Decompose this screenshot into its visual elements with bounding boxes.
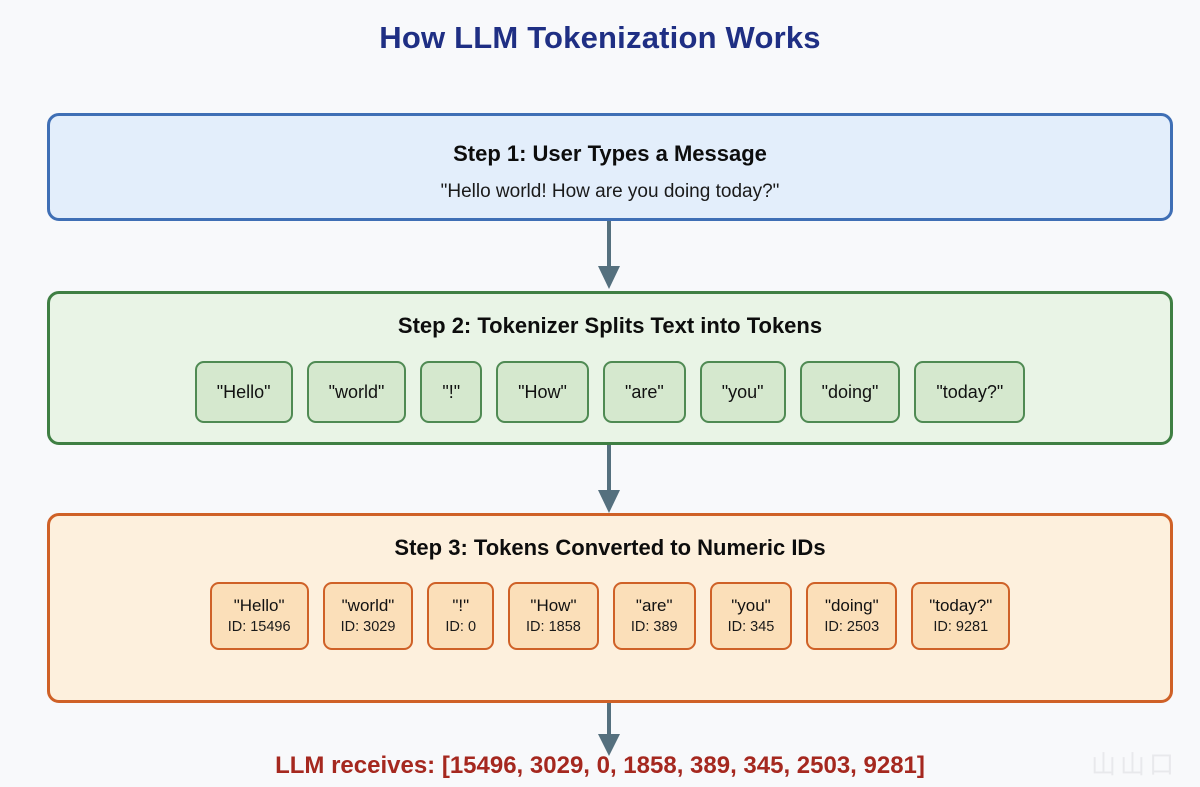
token-chip: "doing" <box>799 361 901 423</box>
token-chip: "How" <box>496 361 589 423</box>
step-1-box: Step 1: User Types a Message "Hello worl… <box>47 113 1173 221</box>
token-text: "doing" <box>824 595 879 615</box>
token-id-label: ID: 3029 <box>340 619 396 636</box>
token-id-label: ID: 2503 <box>824 619 880 636</box>
step-1-message: "Hello world! How are you doing today?" <box>440 181 780 202</box>
token-text: "you" <box>731 595 771 615</box>
token-id-chip: "today?" ID: 9281 <box>911 582 1011 650</box>
token-id-chip-row: "Hello"ID: 15496"world"ID: 3029"!"ID: 0"… <box>50 582 1170 650</box>
llm-receives-output: LLM receives: [15496, 3029, 0, 1858, 389… <box>275 752 925 779</box>
token-text: "are" <box>635 595 673 615</box>
step-3-box: Step 3: Tokens Converted to Numeric IDs … <box>47 513 1173 703</box>
token-text: "How" <box>518 381 567 402</box>
token-text: "Hello" <box>233 595 285 615</box>
token-id-label: ID: 345 <box>727 619 775 636</box>
token-id-label: ID: 9281 <box>933 619 989 636</box>
token-id-label: ID: 15496 <box>227 619 291 636</box>
arrow-step3-to-output <box>595 703 623 763</box>
token-chip: "today?" <box>914 361 1026 423</box>
token-text: "!" <box>452 595 470 615</box>
token-text: "are" <box>624 381 664 402</box>
watermark: 山山口 <box>1090 750 1178 779</box>
token-id-chip: "Hello" ID: 15496 <box>209 582 309 650</box>
token-text: "today?" <box>936 381 1004 402</box>
token-id-label: ID: 389 <box>630 619 678 636</box>
token-chip-row: "Hello" "world" "!" "How" "are" "you" "doing" "… <box>50 361 1170 423</box>
arrow-step1-to-step2 <box>595 221 623 296</box>
token-text: "Hello" <box>216 381 271 402</box>
token-chip: "!" <box>420 361 483 423</box>
token-id-chip: "are" ID: 389 <box>612 582 696 650</box>
token-chip: "world" <box>306 361 407 423</box>
token-text: "world" <box>328 381 385 402</box>
step-1-heading: Step 1: User Types a Message <box>453 141 767 166</box>
token-text: "How" <box>530 595 577 615</box>
token-id-label: ID: 0 <box>445 619 477 636</box>
token-id-chip: "How" ID: 1858 <box>508 582 599 650</box>
token-id-chip: "doing" ID: 2503 <box>806 582 898 650</box>
token-id-chip: "!" ID: 0 <box>427 582 495 650</box>
token-id-chip: "you" ID: 345 <box>709 582 793 650</box>
token-text: "world" <box>341 595 395 615</box>
token-text: "today?" <box>929 595 993 615</box>
token-text: "!" <box>442 381 461 402</box>
page-title: How LLM Tokenization Works <box>379 20 821 55</box>
token-id-label: ID: 1858 <box>526 619 581 636</box>
token-chip: "you" <box>699 361 786 423</box>
arrow-step2-to-step3 <box>595 445 623 520</box>
token-chip: "are" <box>602 361 686 423</box>
step-2-heading: Step 2: Tokenizer Splits Text into Token… <box>397 313 823 338</box>
token-text: "doing" <box>821 381 879 402</box>
token-id-chip: "world" ID: 3029 <box>322 582 414 650</box>
token-text: "you" <box>721 381 764 402</box>
step-3-heading: Step 3: Tokens Converted to Numeric IDs <box>394 535 826 560</box>
step-2-box: Step 2: Tokenizer Splits Text into Token… <box>47 291 1173 445</box>
token-chip: "Hello" <box>194 361 293 423</box>
